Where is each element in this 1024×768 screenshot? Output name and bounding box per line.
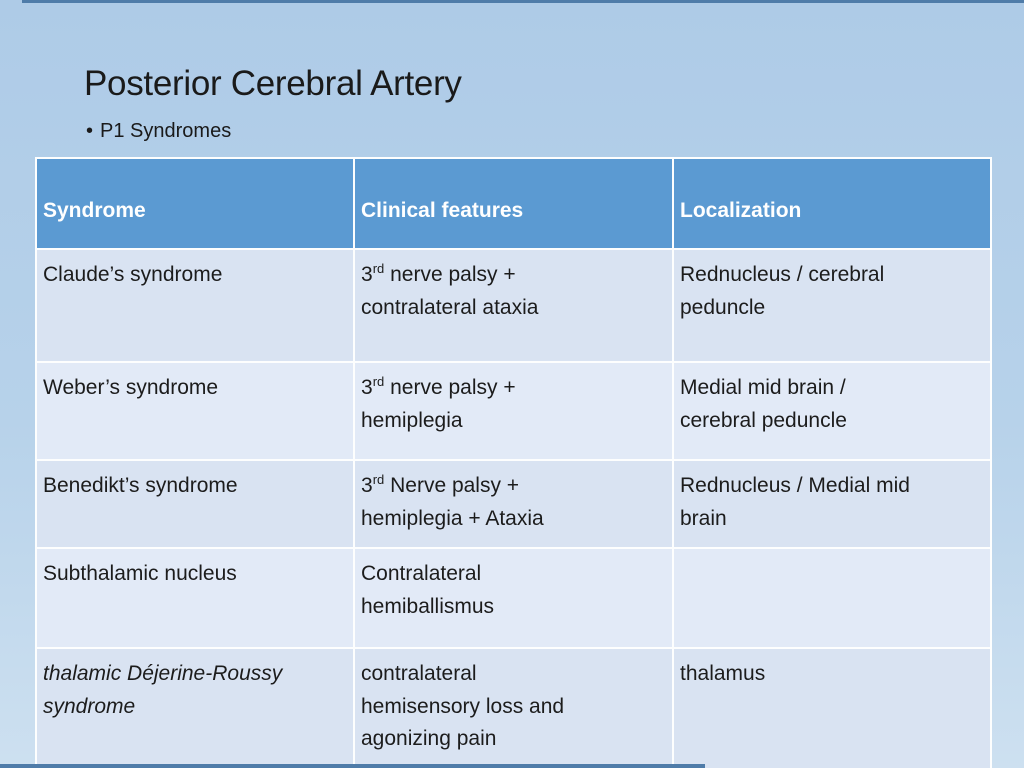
syndromes-table: Syndrome Clinical features Localization …: [35, 157, 992, 768]
cell-syndrome: Weber’s syndrome: [35, 361, 355, 461]
page-title: Posterior Cerebral Artery: [84, 64, 462, 103]
cell-syndrome: Claude’s syndrome: [35, 248, 355, 363]
bullet-item: • P1 Syndromes: [86, 120, 231, 143]
header-syndrome: Syndrome: [35, 157, 355, 250]
bottom-edge-strip: [0, 764, 705, 768]
cell-localization: [672, 547, 992, 649]
cell-clinical: 3rd Nerve palsy +hemiplegia + Ataxia: [353, 459, 674, 549]
cell-syndrome: Benedikt’s syndrome: [35, 459, 355, 549]
bullet-text: P1 Syndromes: [100, 120, 232, 142]
table-header-row: Syndrome Clinical features Localization: [35, 157, 992, 250]
cell-localization: Medial mid brain /cerebral peduncle: [672, 361, 992, 461]
header-clinical-features: Clinical features: [353, 157, 674, 250]
cell-localization: thalamus: [672, 647, 992, 768]
header-localization: Localization: [672, 157, 992, 250]
cell-clinical: 3rd nerve palsy +hemiplegia: [353, 361, 674, 461]
cell-syndrome: Subthalamic nucleus: [35, 547, 355, 649]
bullet-marker: •: [86, 120, 94, 142]
top-edge-strip: [22, 0, 1024, 3]
cell-clinical: 3rd nerve palsy +contralateral ataxia: [353, 248, 674, 363]
